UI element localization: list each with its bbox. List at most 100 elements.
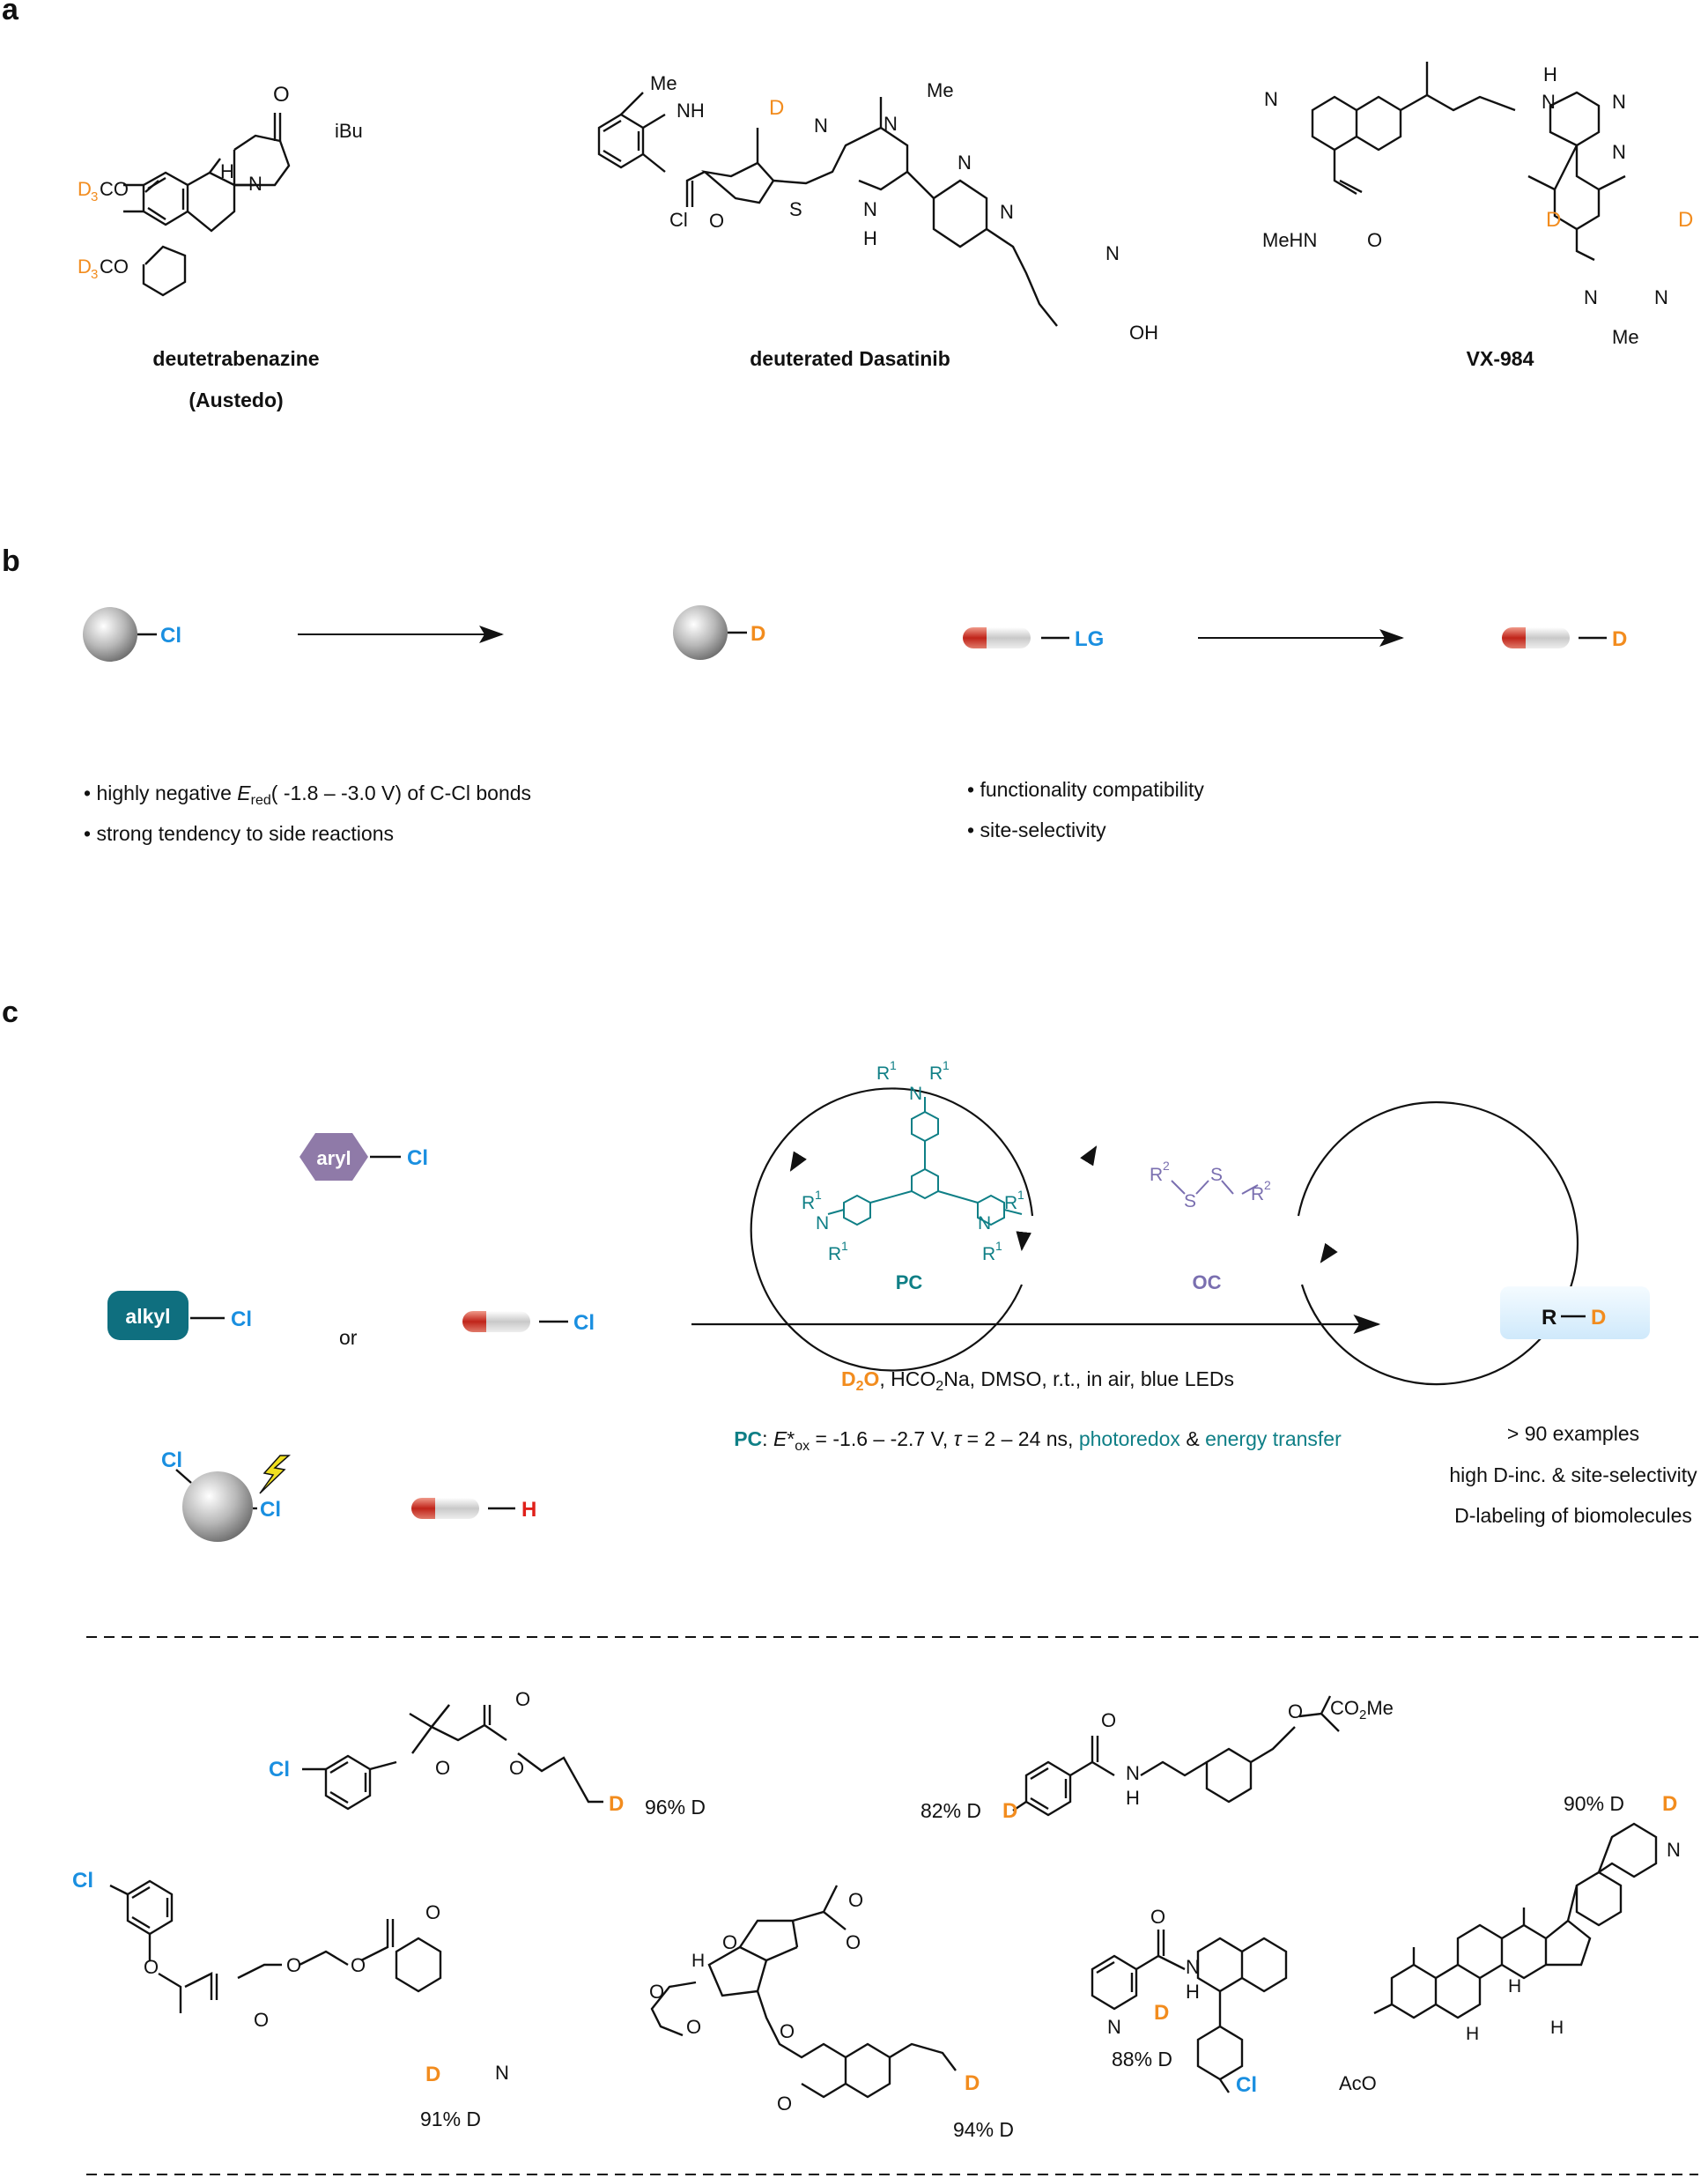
vx-o: O bbox=[1367, 229, 1382, 251]
b-bullet-1-a: highly negative bbox=[96, 782, 231, 804]
ex2-n: N bbox=[1126, 1762, 1140, 1784]
vx-n3: N bbox=[1612, 91, 1626, 113]
product-r: R bbox=[1542, 1306, 1556, 1330]
vx-n6: N bbox=[1654, 286, 1668, 308]
oc-label: OC bbox=[1193, 1271, 1222, 1293]
tbz-subname: (Austedo) bbox=[189, 389, 283, 411]
oc-cycle bbox=[1080, 1100, 1579, 1386]
ex3-h2: H bbox=[1466, 2024, 1479, 2044]
svg-text:1: 1 bbox=[995, 1239, 1002, 1253]
ex1-o3: O bbox=[509, 1757, 524, 1779]
ex5-o6: O bbox=[780, 2020, 795, 2042]
example-1-structure bbox=[302, 1704, 603, 1811]
vx-mehn: MeHN bbox=[1262, 229, 1317, 251]
ex3-d: D bbox=[1662, 1792, 1677, 1816]
reaction-conditions: D2O, HCO2Na, DMSO, r.t., in air, blue LE… bbox=[841, 1367, 1234, 1394]
capsule-icon bbox=[963, 627, 1031, 648]
b-bullet-1-b: ( -1.8 – -3.0 V) of C-Cl bonds bbox=[271, 782, 531, 804]
vx984-structure bbox=[1311, 62, 1626, 262]
product-d: D bbox=[1591, 1306, 1606, 1330]
substrate-ball-icon bbox=[83, 607, 137, 662]
ex6-n1: N bbox=[1186, 1956, 1200, 1978]
ex4-o2: O bbox=[286, 1954, 301, 1976]
svg-text:1: 1 bbox=[1017, 1188, 1024, 1202]
example-5-structure bbox=[650, 1885, 957, 2099]
vx-n5: N bbox=[1584, 286, 1598, 308]
panel-b-label: b bbox=[2, 544, 20, 578]
ex6-cl: Cl bbox=[1236, 2073, 1257, 2097]
tbz-d3co-2: D 3 CO bbox=[78, 256, 129, 282]
b-bullet-3: • functionality compatibility bbox=[967, 778, 1204, 801]
das-cl: Cl bbox=[669, 209, 688, 231]
pc-atoms: R 1 R 1 N R 1 N R 1 R 1 N R 1 bbox=[802, 1058, 1024, 1264]
highlight-3: D-labeling of biomolecules bbox=[1454, 1504, 1692, 1527]
b-ered: E bbox=[237, 782, 251, 804]
b-right-d: D bbox=[1612, 627, 1627, 651]
tbz-d3b-sub: 3 bbox=[91, 267, 98, 282]
ex6-h: H bbox=[1186, 1981, 1200, 2003]
vx-n1: N bbox=[1264, 88, 1278, 110]
svg-text:R: R bbox=[802, 1193, 815, 1213]
ex4-o5: O bbox=[425, 1901, 440, 1923]
b-left-d: D bbox=[750, 622, 765, 646]
vx-d1: D bbox=[1546, 208, 1561, 232]
example-6-structure bbox=[1091, 1930, 1288, 2093]
tbz-d3-sub: 3 bbox=[91, 189, 98, 204]
ex5-o3: O bbox=[722, 1931, 737, 1953]
das-n5: N bbox=[1000, 201, 1014, 223]
aryl-label: aryl bbox=[316, 1147, 351, 1169]
das-h: H bbox=[863, 227, 877, 249]
ex4-d: D bbox=[425, 2063, 440, 2086]
svg-text:1: 1 bbox=[943, 1058, 950, 1072]
ex5-o2: O bbox=[846, 1931, 861, 1953]
ex1-yield: 96% D bbox=[645, 1796, 706, 1819]
vx-d2: D bbox=[1678, 208, 1693, 232]
alkyl-substrate: alkyl Cl bbox=[107, 1291, 252, 1340]
pc-properties: PC: E*ox = -1.6 – -2.7 V, τ = 2 – 24 ns,… bbox=[734, 1427, 1342, 1454]
ex5-o4: O bbox=[649, 1981, 664, 2003]
ex6-yield: 88% D bbox=[1112, 2048, 1172, 2071]
ex5-o5: O bbox=[686, 2016, 701, 2038]
das-oh: OH bbox=[1129, 322, 1158, 344]
das-n6: N bbox=[1105, 242, 1120, 264]
ex4-n: N bbox=[495, 2062, 509, 2084]
b-ered-sub: red bbox=[251, 793, 271, 808]
highlight-1: > 90 examples bbox=[1507, 1422, 1639, 1445]
ex2-co: CO2Me bbox=[1330, 1697, 1394, 1722]
ex5-o7: O bbox=[777, 2093, 792, 2115]
ex5-h: H bbox=[691, 1951, 705, 1971]
svg-text:R: R bbox=[1004, 1193, 1017, 1213]
ex4-o3: O bbox=[254, 2009, 269, 2031]
ex6-n2: N bbox=[1107, 2016, 1121, 2038]
svg-text:N: N bbox=[816, 1213, 829, 1233]
panel-c-label: c bbox=[2, 996, 18, 1029]
ex6-o: O bbox=[1150, 1906, 1165, 1928]
das-d: D bbox=[769, 96, 784, 120]
das-n1: N bbox=[814, 115, 828, 137]
polychloro-substrate: Cl Cl bbox=[161, 1448, 291, 1542]
highlight-2: high D-inc. & site-selectivity bbox=[1449, 1463, 1697, 1486]
svg-text:R: R bbox=[1251, 1184, 1264, 1204]
svg-text:R: R bbox=[876, 1063, 890, 1084]
das-o: O bbox=[709, 210, 724, 232]
b-left-cl: Cl bbox=[160, 624, 181, 648]
b-right-lg: LG bbox=[1075, 627, 1104, 651]
das-n2: N bbox=[884, 113, 898, 135]
ex5-d: D bbox=[965, 2071, 980, 2095]
ex4-yield: 91% D bbox=[420, 2108, 481, 2130]
b-bullet-4: • site-selectivity bbox=[967, 819, 1106, 841]
das-me1: Me bbox=[650, 72, 677, 94]
vx-h: H bbox=[1543, 63, 1557, 85]
poly-cl-1: Cl bbox=[161, 1448, 182, 1472]
tbz-co: CO bbox=[100, 178, 129, 200]
vx-n4: N bbox=[1612, 141, 1626, 163]
ex1-o2: O bbox=[515, 1688, 530, 1710]
tbz-ibu: iBu bbox=[335, 120, 363, 142]
b-bullet-1: • highly negative Ered( -1.8 – -3.0 V) o… bbox=[84, 782, 531, 808]
vx-me: Me bbox=[1612, 326, 1639, 348]
ex3-yield: 90% D bbox=[1564, 1792, 1624, 1815]
or-text: or bbox=[339, 1326, 358, 1349]
svg-text:R: R bbox=[929, 1063, 943, 1084]
ex4-cl: Cl bbox=[72, 1869, 93, 1893]
